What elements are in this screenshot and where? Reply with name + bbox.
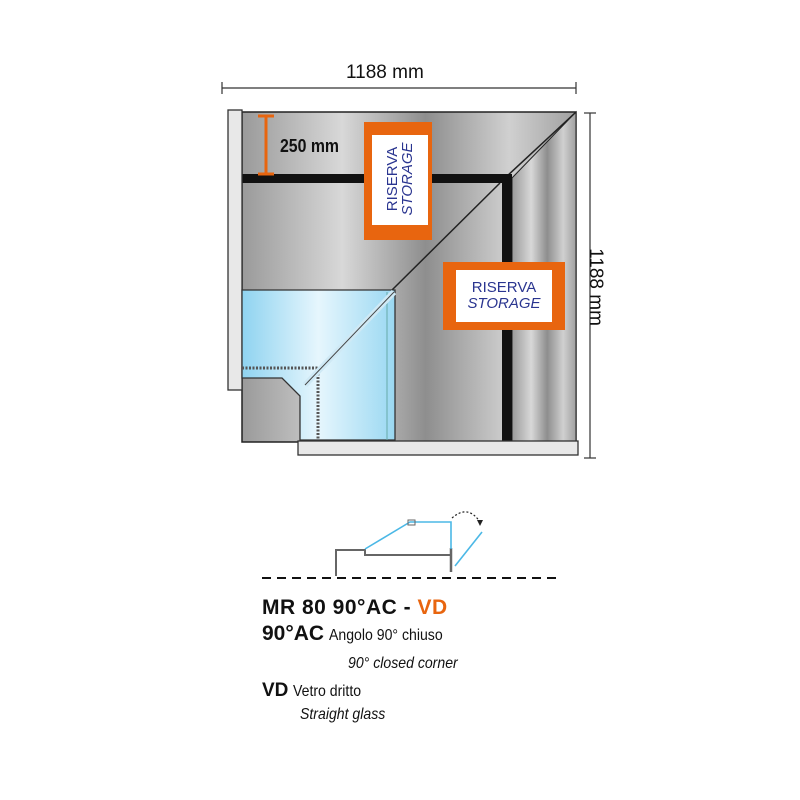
base-plate	[297, 440, 579, 456]
code2: VD	[262, 680, 289, 701]
code2-english: Straight glass	[300, 706, 386, 723]
width-label: 1188 mm	[346, 62, 424, 83]
code2-italian: Vetro dritto	[292, 683, 361, 700]
depth-label: 1188 mm	[584, 248, 606, 326]
model-name: MR 80 90°AC -	[262, 596, 418, 619]
width-dimension-line	[221, 82, 577, 94]
depth-dimension-line	[584, 112, 596, 459]
shelf-gap-label: 250 mm	[280, 136, 340, 156]
code1-english: 90° closed corner	[348, 655, 458, 672]
storage-label-2-text: RISERVA STORAGE	[456, 280, 552, 312]
storage-label-1-line1: RISERVA	[384, 146, 401, 212]
storage-label-2-line2: STORAGE	[467, 295, 541, 312]
opening-arrow-icon	[451, 511, 481, 523]
storage-label-1-text: RISERVA STORAGE	[384, 133, 416, 225]
code1-italian: Angolo 90° chiuso	[328, 627, 443, 644]
model-title: MR 80 90°AC - VD	[262, 596, 448, 620]
model-suffix: VD	[417, 596, 448, 619]
storage-label-2-line1: RISERVA	[471, 279, 537, 296]
left-post	[227, 109, 243, 391]
legend-code2: VD Vetro dritto	[262, 680, 370, 702]
storage-label-1-line2: STORAGE	[399, 142, 416, 216]
shelf-gap-marker	[258, 114, 274, 176]
code1: 90°AC	[262, 622, 325, 645]
side-profile	[335, 511, 483, 576]
legend-code1: 90°AC Angolo 90° chiuso	[262, 622, 458, 646]
